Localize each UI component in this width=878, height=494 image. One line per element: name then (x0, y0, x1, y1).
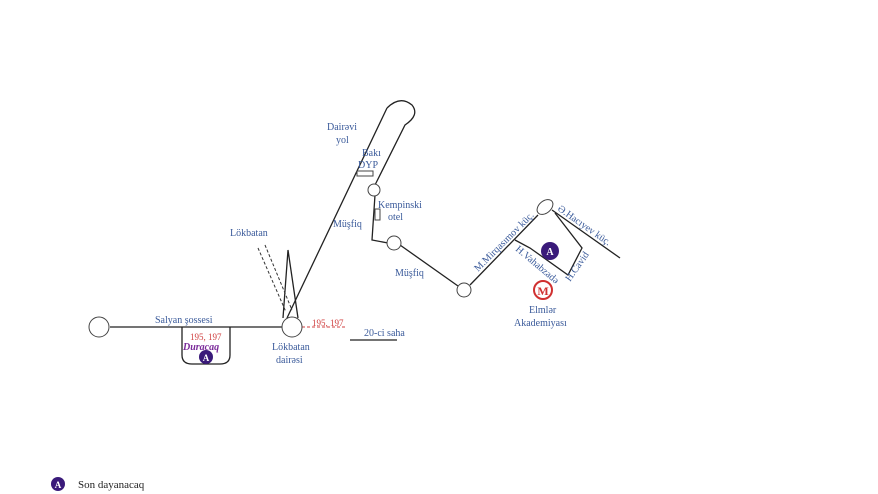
terminal-circle (88, 316, 110, 338)
lokbatan-circle (281, 316, 303, 338)
label-street-2: Ə.Hacıyev küç. (555, 203, 612, 248)
label-musfiq-2: Müşfiq (395, 268, 424, 279)
label-yol: yol (336, 135, 349, 146)
loop-ellipse (536, 199, 554, 215)
svg-text:A: A (203, 353, 210, 363)
label-lokbatan-dairesi-2: dairəsi (276, 355, 303, 366)
route-lines (110, 100, 621, 365)
last-stop-icon: A (541, 242, 559, 260)
label-street-1: M.Mirqasımov küç. (472, 210, 536, 274)
label-dairavi: Dairəvi (327, 122, 357, 133)
label-otel: otel (388, 212, 403, 223)
junction-circle (456, 282, 472, 298)
junction-circle (367, 183, 381, 197)
kempinski-building (374, 208, 381, 221)
label-musfiq-1: Müşfiq (333, 219, 362, 230)
junction-circle (386, 235, 402, 251)
label-routes-right: 195, 197 (312, 318, 344, 328)
label-lokbatan: Lökbatan (230, 228, 268, 239)
label-routes-left: 195, 197 (190, 332, 222, 342)
dyp-building (356, 170, 374, 177)
last-stop-icon: A (199, 350, 213, 364)
label-20ci-saha: 20-ci saha (364, 328, 405, 339)
label-akademiyasi: Akademiyası (514, 318, 567, 329)
legend-text: Son dayanacaq (78, 479, 145, 491)
metro-icon: M (533, 280, 553, 300)
legend: A Son dayanacaq (51, 477, 145, 491)
legend-icon-letter: A (55, 480, 62, 490)
label-kempinski: Kempinski (378, 200, 422, 211)
label-street-4: H.Cavid (563, 250, 591, 284)
label-salyan: Salyan şossesi (155, 315, 213, 326)
label-baki: Bakı (362, 148, 381, 159)
label-lokbatan-dairesi: Lökbatan (272, 342, 310, 353)
svg-text:M: M (537, 284, 548, 298)
legend-stop-icon (51, 477, 65, 491)
label-elmler: Elmlər (529, 305, 557, 316)
label-dyp: DYP (358, 160, 378, 171)
svg-text:A: A (546, 247, 554, 258)
label-duracaq: Duracaq (182, 342, 219, 353)
